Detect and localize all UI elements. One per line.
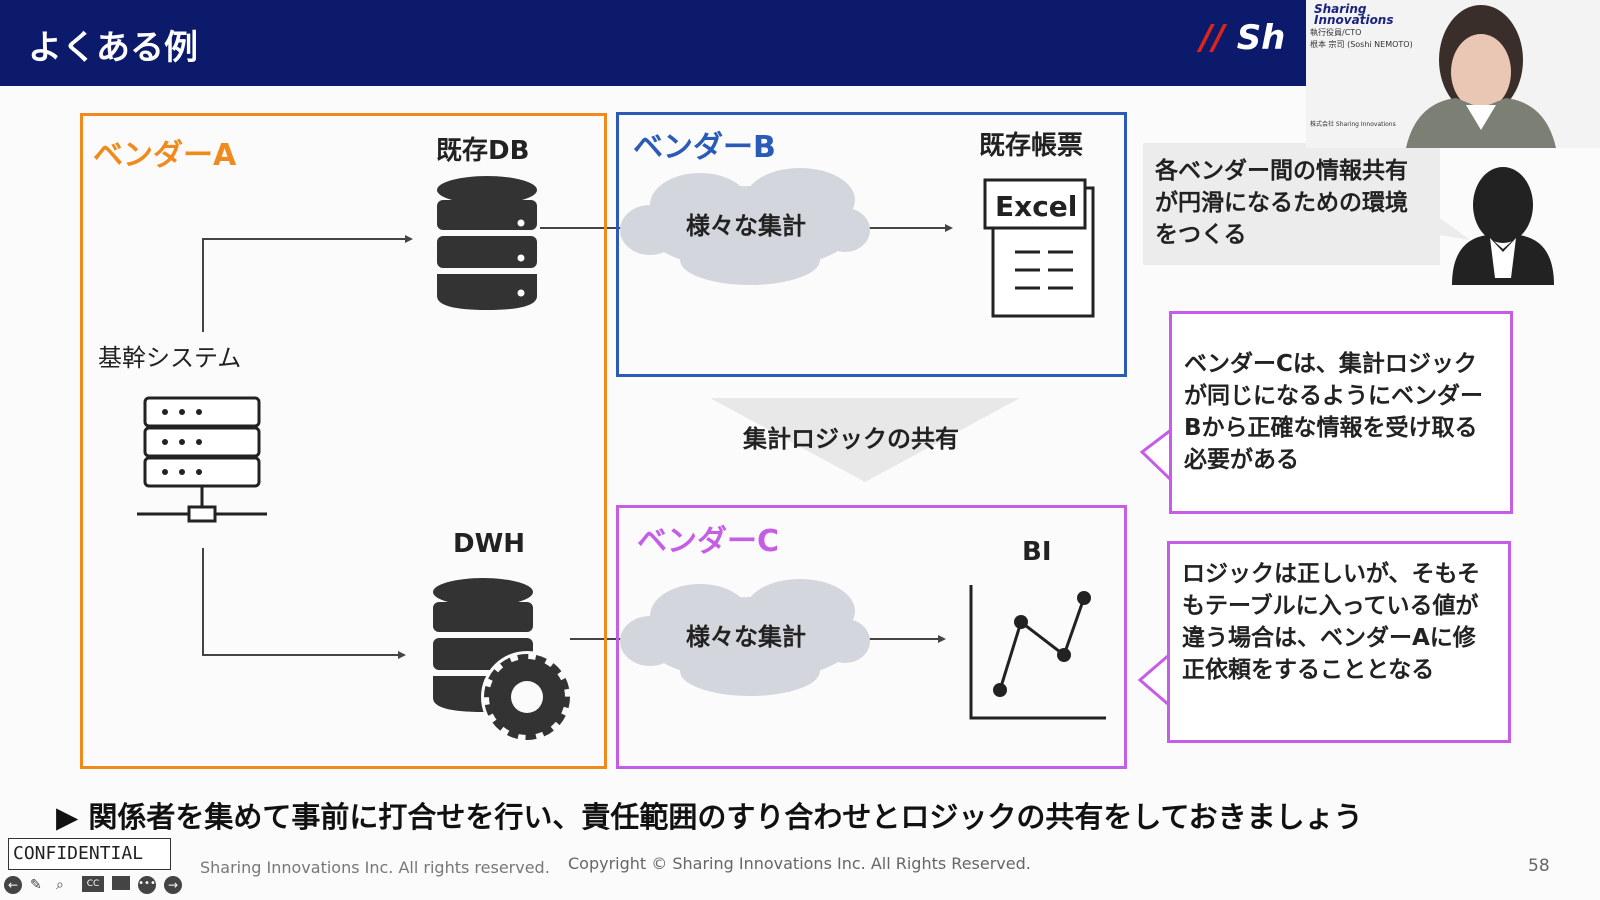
- report-label: 既存帳票: [979, 131, 1084, 161]
- presenter-silhouette: [1406, 5, 1556, 148]
- excel-label: Excel: [995, 190, 1078, 223]
- slide-title: よくある例: [28, 28, 198, 68]
- confidential-label: CONFIDENTIAL: [8, 838, 171, 870]
- summary-text: ▶ 関係者を集めて事前に打合せを行い、責任範囲のすり合わせとロジックの共有をして…: [56, 800, 1363, 834]
- vendor-b-title: ベンダーB: [633, 130, 776, 165]
- video-role: 執行役員/CTO: [1310, 28, 1362, 37]
- shared-logic-arrow: [710, 398, 1020, 482]
- connector-system-dwh: [202, 548, 398, 656]
- vendor-b-box: [616, 112, 1127, 377]
- bi-label: BI: [1022, 537, 1052, 567]
- video-company-jp: 株式会社 Sharing Innovations: [1310, 121, 1396, 128]
- bi-chart-icon: [969, 585, 1106, 720]
- callout-top: 各ベンダー間の情報共有が円滑になるための環境をつくる: [1155, 158, 1408, 248]
- player-controls: ← ✎ ⌕ CC ••• →: [4, 876, 182, 894]
- excel-report-icon: [983, 178, 1095, 318]
- callout-middle: ベンダーCは、集計ロジックが同じになるようにベンダーBから正確な情報を受け取る必…: [1169, 311, 1513, 514]
- cloud-shape-c: [620, 579, 870, 696]
- next-icon[interactable]: →: [164, 876, 182, 894]
- slide-header: [0, 0, 1306, 86]
- prev-icon[interactable]: ←: [4, 876, 22, 894]
- vendor-c-box: [616, 505, 1127, 769]
- shared-logic-label: 集計ロジックの共有: [743, 425, 959, 453]
- cloud-label-b: 様々な集計: [686, 212, 806, 240]
- db-label: 既存DB: [436, 136, 530, 166]
- screen-icon[interactable]: [112, 876, 130, 890]
- cloud-label-c: 様々な集計: [686, 623, 806, 651]
- header-logo: // Sh: [1200, 18, 1286, 58]
- cc-icon[interactable]: CC: [82, 876, 104, 892]
- cloud-shape-b: [620, 168, 870, 285]
- dwh-database-gear-icon: [433, 578, 573, 743]
- dwh-label: DWH: [453, 529, 526, 559]
- system-label: 基幹システム: [98, 344, 242, 372]
- vendor-a-title: ベンダーA: [93, 138, 237, 173]
- copyright: Copyright © Sharing Innovations Inc. All…: [568, 854, 1031, 873]
- pen-icon[interactable]: ✎: [30, 877, 42, 893]
- presenter-video: Sharing Innovations 執行役員/CTO 根本 宗司 (Sosh…: [1306, 0, 1600, 148]
- zoom-icon[interactable]: ⌕: [56, 877, 64, 893]
- callout-bottom: ロジックは正しいが、そもそもテーブルに入っている値が違う場合は、ベンダーAに修正…: [1167, 541, 1511, 743]
- vendor-c-title: ベンダーC: [637, 524, 780, 559]
- video-name: 根本 宗司 (Soshi NEMOTO): [1310, 40, 1413, 49]
- video-company: Sharing Innovations: [1314, 2, 1394, 27]
- more-icon[interactable]: •••: [138, 876, 156, 894]
- page-number: 58: [1528, 856, 1550, 876]
- left-footer: Sharing Innovations Inc. All rights rese…: [200, 858, 550, 877]
- database-icon: [437, 176, 537, 310]
- connector-system-db: [202, 238, 405, 332]
- vendor-a-box: [80, 113, 607, 769]
